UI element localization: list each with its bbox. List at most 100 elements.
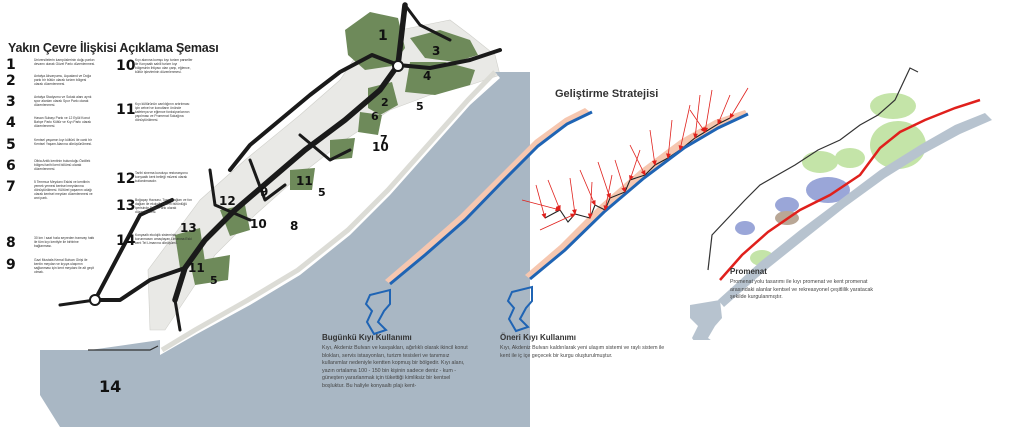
arrow-head bbox=[571, 209, 577, 215]
sea-area bbox=[160, 72, 530, 427]
map-label-1: 1 bbox=[378, 28, 388, 44]
current-coastline bbox=[389, 110, 593, 286]
map-label-11: 11 bbox=[296, 174, 313, 188]
map-label-13: 13 bbox=[180, 221, 197, 235]
arrow-head bbox=[621, 187, 626, 193]
legend-text: Konyaaltı ekolojik sisteminin korunmasın… bbox=[135, 233, 192, 246]
urban-boundary bbox=[707, 67, 919, 271]
road-network bbox=[58, 2, 502, 332]
legend-text: Tarihi sinema kuruluşu restorasyonu kony… bbox=[135, 171, 188, 184]
legend-number: 4 bbox=[6, 115, 16, 131]
access-arrow bbox=[667, 119, 673, 159]
legend-text: 30 km / saat hızla seyreden tramvay hatt… bbox=[34, 236, 95, 249]
arrow-head bbox=[569, 213, 576, 219]
arrow-head bbox=[606, 193, 611, 199]
legend-number: 10 bbox=[116, 58, 136, 74]
city-promenade-line bbox=[719, 98, 981, 281]
legend-text: Gazi Mustafa Kemal Bulvarı Girişi ile ke… bbox=[34, 258, 94, 275]
access-arrow bbox=[649, 129, 656, 166]
access-arrow bbox=[704, 89, 713, 133]
access-arrow bbox=[694, 94, 701, 139]
park-4 bbox=[405, 62, 475, 95]
roundabout-north bbox=[392, 60, 404, 72]
park-11b bbox=[190, 255, 230, 285]
bubble-green-3 bbox=[802, 151, 838, 173]
arrow-head bbox=[629, 175, 634, 181]
legend-number: 2 bbox=[6, 73, 16, 89]
arrow-head bbox=[729, 112, 735, 119]
legend-number: 8 bbox=[6, 235, 16, 251]
park-12 bbox=[220, 205, 250, 236]
legend-text: 5 Temmuz Meydanı Eskisi ve kentlinin yem… bbox=[34, 180, 93, 201]
proposal-fabric-edge bbox=[544, 117, 731, 223]
park-6 bbox=[358, 112, 382, 135]
legend-number: 7 bbox=[6, 179, 16, 195]
legend-text: Kentsel yaşamın kıyı kültürü ile canlı b… bbox=[34, 138, 92, 147]
map-label-8: 8 bbox=[290, 219, 298, 233]
harbour-pier bbox=[88, 345, 159, 351]
roundabout-west bbox=[89, 294, 101, 306]
legend-number: 3 bbox=[6, 94, 16, 110]
bubble-blue-1 bbox=[806, 177, 850, 203]
map-label-5: 5 bbox=[416, 100, 424, 113]
legend-text: Antalya Akvaryumu, Aqualand ve Doğa park… bbox=[34, 74, 91, 87]
legend-number: 11 bbox=[116, 102, 136, 118]
page-title: Yakın Çevre İlişkisi Açıklama Şeması bbox=[8, 41, 219, 55]
arrow-head bbox=[587, 213, 593, 219]
map-label-11: 11 bbox=[188, 261, 205, 275]
arrow-head bbox=[541, 213, 547, 219]
access-arrow bbox=[614, 159, 626, 193]
current-use-text: Kıyı, Akdeniz Bulvarı ve kavşakları, ağı… bbox=[322, 345, 468, 389]
strategy-diagrams bbox=[364, 67, 992, 340]
map-label-3: 3 bbox=[432, 44, 440, 58]
arrow-head bbox=[591, 200, 596, 206]
map-label-12: 12 bbox=[219, 194, 236, 208]
access-arrow bbox=[589, 181, 593, 219]
park-10 bbox=[330, 138, 355, 160]
legend-number: 6 bbox=[6, 158, 16, 174]
arrow-head bbox=[700, 127, 706, 133]
urban-fabric bbox=[147, 19, 501, 331]
strategy-heading: Geliştirme Stratejisi bbox=[555, 88, 659, 100]
map-label-7: 7 bbox=[380, 133, 388, 146]
park-13 bbox=[175, 228, 205, 268]
access-arrow bbox=[629, 144, 646, 176]
arrow-head bbox=[603, 205, 609, 211]
access-arrow bbox=[547, 179, 561, 211]
arrow-head bbox=[693, 133, 698, 139]
proposal-use-text: Kıyı, Akdeniz Bulvarı kaldırılarak yeni … bbox=[500, 345, 665, 359]
legend-text: Olbia Antik kentinin bulunduğu Özdilek b… bbox=[34, 159, 91, 172]
map-label-10: 10 bbox=[372, 140, 389, 154]
map-label-9: 9 bbox=[260, 185, 268, 199]
access-arrow bbox=[569, 177, 576, 215]
legend-number: 13 bbox=[116, 198, 136, 214]
map-label-10: 10 bbox=[250, 217, 267, 231]
legend-text: Üniversitelerin kampüslerinin doğu parkı… bbox=[34, 58, 96, 67]
harbour bbox=[40, 340, 160, 427]
map-label-6: 6 bbox=[371, 110, 379, 123]
access-arrow bbox=[679, 104, 691, 151]
access-arrow bbox=[729, 87, 749, 119]
access-arrow bbox=[629, 149, 641, 181]
promenade-text: Promenat yolu tasarımı ile kıyı promenat… bbox=[730, 279, 874, 301]
arrow-head bbox=[678, 145, 684, 151]
proposal-sand-strip bbox=[525, 110, 748, 279]
coastal-promenade-band bbox=[718, 113, 992, 307]
access-arrow bbox=[689, 109, 706, 133]
bubble-green-4 bbox=[835, 148, 865, 168]
proposal-coastline bbox=[529, 112, 749, 281]
access-arrow bbox=[579, 169, 596, 206]
legend-number: 1 bbox=[6, 57, 16, 73]
legend-text: Kıyı alanına komşu kıyı turizm parseller… bbox=[135, 58, 193, 75]
access-arrow bbox=[535, 184, 546, 219]
arrow-head bbox=[717, 119, 722, 125]
legend-number: 14 bbox=[116, 233, 136, 249]
access-arrow bbox=[521, 199, 561, 211]
legend-text: Boğaçay Havzası, Toros Dağları ve fon da… bbox=[135, 198, 192, 215]
arrow-head bbox=[555, 206, 561, 212]
beach-strip bbox=[160, 70, 497, 353]
legend-text: Kıyı kültürünün canlılığının artırılması… bbox=[135, 102, 190, 123]
legend-text: Antalya Stadyumu ve Sokak alanı ayrık sp… bbox=[34, 95, 92, 108]
promenade-harbour bbox=[690, 300, 722, 340]
